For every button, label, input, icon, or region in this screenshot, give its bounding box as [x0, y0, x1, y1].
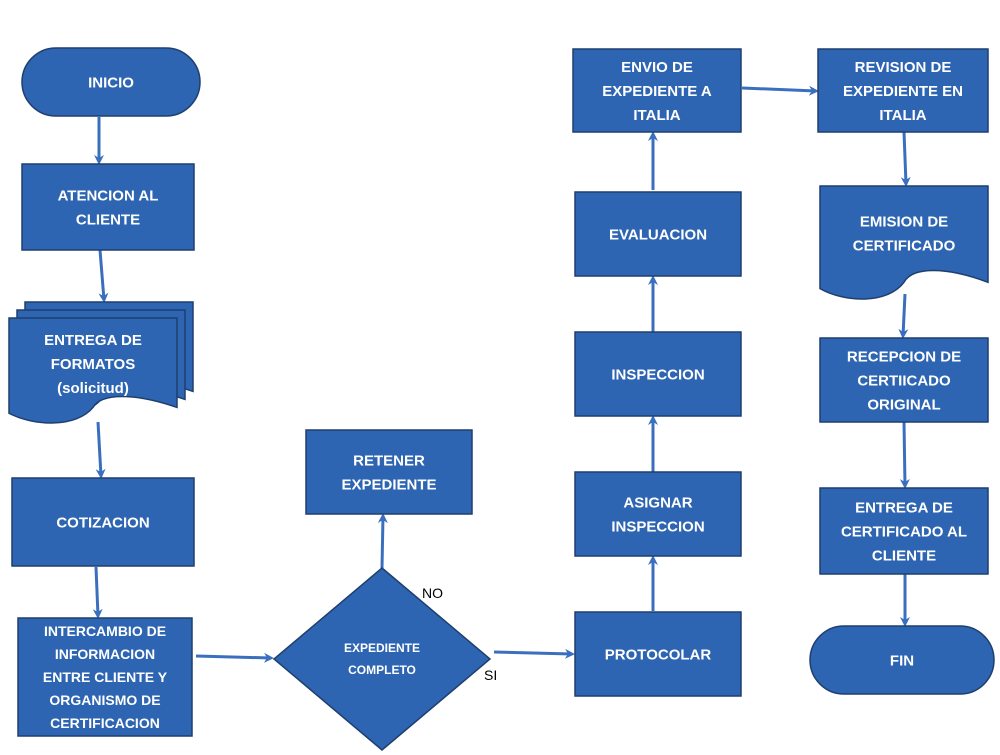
node-revision: REVISION DE EXPEDIENTE EN ITALIA	[817, 48, 989, 133]
process-shape	[574, 331, 742, 417]
node-label-line: CLIENTE	[76, 211, 140, 228]
process-shape	[11, 477, 195, 567]
terminator-shape	[809, 625, 995, 695]
node-label-line: REVISION DE	[855, 59, 952, 76]
edge-labels-layer: NO SI	[422, 585, 497, 683]
arrow-envio-to-revision	[741, 85, 819, 96]
node-label-line: PROTOCOLAR	[605, 646, 712, 663]
node-label-line: EMISION DE	[860, 213, 948, 230]
node-label-line: INFORMACION	[55, 646, 155, 662]
node-label-line: FIN	[890, 652, 914, 669]
decision-shape	[272, 567, 492, 751]
node-label-line: EXPEDIENTE A	[602, 83, 712, 100]
node-cotizacion: COTIZACION	[11, 477, 195, 567]
node-evaluacion: EVALUACION	[574, 191, 742, 277]
terminator-shape	[21, 47, 201, 117]
node-label-line: CERTIFICADO	[853, 237, 956, 254]
node-label-line: INSPECCION	[611, 366, 704, 383]
document-shape-front	[8, 317, 178, 424]
process-shape	[574, 191, 742, 277]
arrow-intercambio-to-expediente_completo	[195, 652, 274, 663]
process-shape	[819, 487, 989, 575]
node-label-line: ENTREGA DE	[855, 499, 953, 516]
node-label-line: CERTIICADO	[857, 372, 951, 389]
node-label-line: INSPECCION	[611, 518, 704, 535]
node-intercambio: INTERCAMBIO DE INFORMACION ENTRE CLIENTE Y…	[17, 617, 193, 737]
node-label-line: COMPLETO	[348, 663, 416, 677]
node-atencion: ATENCION AL CLIENTE	[21, 163, 195, 251]
node-label-line: ENVIO DE	[621, 59, 693, 76]
node-label-line: CLIENTE	[872, 547, 936, 564]
node-label-line: ITALIA	[879, 107, 926, 124]
process-shape	[305, 429, 473, 515]
node-expediente-completo: EXPEDIENTE COMPLETO	[272, 567, 492, 751]
process-shape	[21, 163, 195, 251]
process-shape	[17, 617, 193, 737]
process-shape	[572, 48, 742, 133]
node-label-line: ORGANISMO DE	[49, 692, 160, 708]
node-label-line: ITALIA	[633, 107, 680, 124]
node-inspeccion: INSPECCION	[574, 331, 742, 417]
node-label-line: FORMATOS	[51, 356, 135, 373]
node-label-line: INTERCAMBIO DE	[44, 623, 166, 639]
node-label-line: INICIO	[88, 74, 134, 91]
node-label-line: RETENER	[353, 452, 425, 469]
node-entrega-certificado: ENTREGA DE CERTIFICADO AL CLIENTE	[819, 487, 989, 575]
node-label-line: ENTRE CLIENTE Y	[43, 669, 168, 685]
arrow-cotizacion-to-intercambio	[92, 566, 103, 619]
node-label-line: ENTREGA DE	[44, 332, 142, 349]
edges-layer	[92, 85, 911, 663]
node-recepcion: RECEPCION DE CERTIICADO ORIGINAL	[819, 337, 989, 423]
arrow-entrega_formatos-to-cotizacion	[95, 421, 106, 479]
node-label-line: CERTIFICADO AL	[841, 523, 967, 540]
edge-label-si: SI	[484, 667, 497, 683]
node-label-line: EVALUACION	[609, 226, 707, 243]
arrow-expediente_completo-to-protocolar	[493, 648, 575, 659]
node-asignar: ASIGNAR INSPECCION	[574, 471, 742, 557]
process-shape	[817, 48, 989, 133]
document-shape	[819, 185, 989, 300]
node-retener: RETENER EXPEDIENTE	[305, 429, 473, 515]
arrow-recepcion-to-entrega_certificado	[899, 421, 910, 489]
node-label-line: ORIGINAL	[867, 396, 940, 413]
node-fin: FIN	[809, 625, 995, 695]
process-shape	[819, 337, 989, 423]
node-label-line: EXPEDIENTE	[344, 641, 420, 655]
node-inicio: INICIO	[21, 47, 201, 117]
node-label-line: ASIGNAR	[623, 494, 692, 511]
arrow-revision-to-emision	[900, 131, 911, 187]
node-emision: EMISION DE CERTIFICADO	[819, 185, 989, 300]
node-label-line: EXPEDIENTE	[341, 476, 436, 493]
edge-label-no: NO	[422, 585, 443, 601]
node-label-line: CERTIFICACION	[50, 715, 160, 731]
arrow-expediente_completo-to-retener	[377, 513, 388, 569]
node-entrega-formatos: ENTREGA DE FORMATOS (solicitud)	[8, 301, 194, 424]
node-label-line: COTIZACION	[56, 514, 149, 531]
nodes-layer: INICIO ATENCION AL CLIENTE ENTREGA DE FORMAT…	[8, 47, 995, 751]
process-shape	[574, 471, 742, 557]
node-label-line: RECEPCION DE	[847, 348, 961, 365]
arrow-emision-to-recepcion	[898, 293, 909, 339]
node-label-line: ATENCION AL	[58, 187, 159, 204]
arrow-atencion-to-entrega_formatos	[98, 249, 109, 303]
process-shape	[574, 611, 742, 697]
node-envio: ENVIO DE EXPEDIENTE A ITALIA	[572, 48, 742, 133]
node-protocolar: PROTOCOLAR	[574, 611, 742, 697]
node-label-line: (solicitud)	[57, 380, 129, 397]
node-label-line: EXPEDIENTE EN	[843, 83, 963, 100]
